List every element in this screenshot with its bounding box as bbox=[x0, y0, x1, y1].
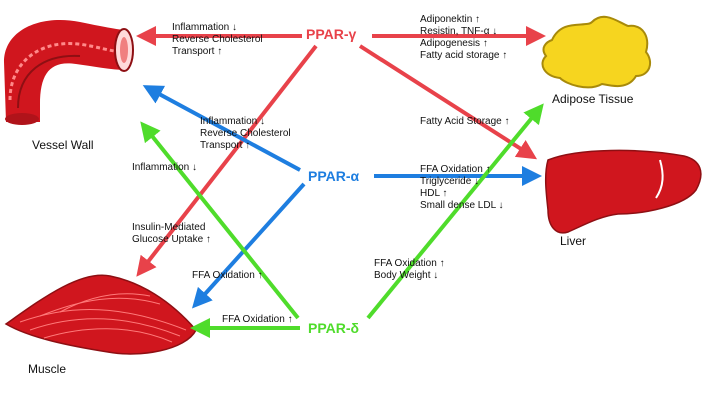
effect-line: FFA Oxidation ↑ bbox=[374, 258, 445, 269]
effect-line: Inflammation ↓ bbox=[200, 116, 266, 127]
effect-line: Transport ↑ bbox=[172, 46, 223, 57]
effect-line: HDL ↑ bbox=[420, 188, 448, 199]
effect-line: Small dense LDL ↓ bbox=[420, 200, 504, 211]
effect-line: Inflammation ↓ bbox=[132, 162, 198, 173]
effect-line: Adipogenesis ↑ bbox=[420, 38, 488, 49]
adipose-tissue-label: Adipose Tissue bbox=[552, 92, 634, 106]
arrow-alpha-to-vessel bbox=[142, 85, 301, 172]
effect-line: Fatty Acid Storage ↑ bbox=[420, 116, 510, 127]
effect-line: FFA Oxidation ↑ bbox=[420, 164, 491, 175]
alpha-muscle-effects: FFA Oxidation ↑ bbox=[192, 270, 263, 282]
arrow-gamma-to-muscle bbox=[136, 44, 318, 277]
ppar-delta-label: PPAR-δ bbox=[308, 320, 360, 336]
delta-vessel-effects: Inflammation ↓ bbox=[132, 162, 197, 174]
alpha-liver-effects: FFA Oxidation ↑ Triglyceride ↓ HDL ↑ Sma… bbox=[420, 164, 504, 212]
effect-line: Body Weight ↓ bbox=[374, 270, 439, 281]
delta-muscle-effects: FFA Oxidation ↑ bbox=[222, 314, 293, 326]
delta-adipose-effects: FFA Oxidation ↑ Body Weight ↓ bbox=[374, 258, 445, 282]
gamma-muscle-effects: Insulin-Mediated Glucose Uptake ↑ bbox=[132, 222, 211, 246]
effect-line: Resistin, TNF-α ↓ bbox=[420, 26, 498, 37]
arrow-gamma-to-liver bbox=[358, 44, 538, 160]
effect-line: Glucose Uptake ↑ bbox=[132, 234, 211, 245]
gamma-adipose-effects: Adiponektin ↑ Resistin, TNF-α ↓ Adipogen… bbox=[420, 14, 507, 62]
effect-line: Reverse Cholesterol bbox=[200, 128, 291, 139]
arrow-delta-to-adipose bbox=[366, 103, 544, 320]
vessel-wall-icon bbox=[4, 19, 134, 125]
liver-label: Liver bbox=[560, 234, 587, 248]
gamma-vessel-effects: Inflammation ↓ Reverse Cholesterol Trans… bbox=[172, 22, 263, 58]
gamma-liver-effects: Fatty Acid Storage ↑ bbox=[420, 116, 510, 128]
effect-line: Inflammation ↓ bbox=[172, 22, 238, 33]
ppar-gamma-label: PPAR-γ bbox=[306, 26, 357, 42]
effect-line: Insulin-Mediated bbox=[132, 222, 206, 233]
muscle-label: Muscle bbox=[28, 362, 67, 376]
arrow-delta-to-vessel bbox=[140, 121, 300, 320]
effect-line: Reverse Cholesterol bbox=[172, 34, 263, 45]
ppar-alpha-label: PPAR-α bbox=[308, 168, 360, 184]
effect-line: Adiponektin ↑ bbox=[420, 14, 481, 25]
arrow-alpha-to-muscle bbox=[191, 182, 306, 309]
effect-line: FFA Oxidation ↑ bbox=[192, 270, 263, 281]
effect-line: Fatty acid storage ↑ bbox=[420, 50, 508, 61]
effect-line: Transport ↑ bbox=[200, 140, 251, 151]
effect-line: Triglyceride ↓ bbox=[420, 176, 480, 187]
effect-line: FFA Oxidation ↑ bbox=[222, 314, 293, 325]
adipose-tissue-icon bbox=[541, 15, 652, 89]
vessel-wall-label: Vessel Wall bbox=[32, 138, 94, 152]
alpha-vessel-effects: Inflammation ↓ Reverse Cholesterol Trans… bbox=[200, 116, 291, 152]
liver-icon bbox=[544, 149, 702, 234]
